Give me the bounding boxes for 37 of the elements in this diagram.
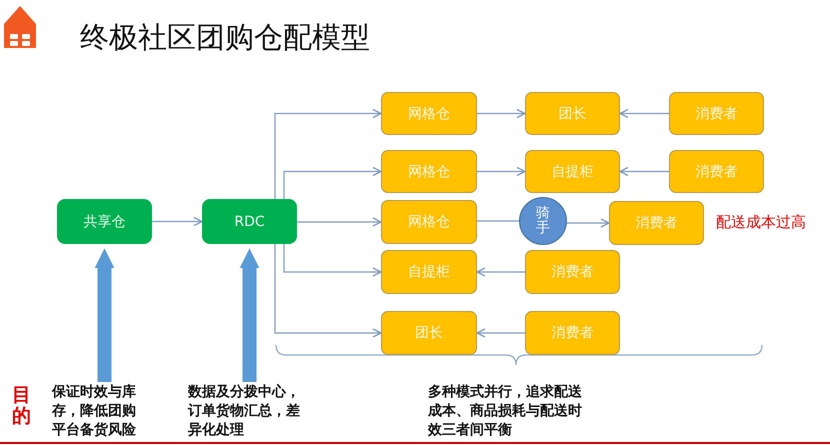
purpose-label: 目的 xyxy=(12,385,31,427)
arrow xyxy=(274,244,382,338)
process-box: 网格仓 xyxy=(381,92,477,135)
purpose-text: 数据及分拨中心，订单货物汇总，差异化处理 xyxy=(188,383,306,441)
arrow xyxy=(619,166,669,176)
arrow xyxy=(152,216,203,226)
connector-line xyxy=(477,220,519,222)
process-box: 团长 xyxy=(381,311,477,355)
arrow xyxy=(477,108,526,118)
arrow xyxy=(283,244,382,277)
arrow xyxy=(619,108,669,118)
process-box: 网格仓 xyxy=(381,200,477,244)
process-box: 团长 xyxy=(525,92,620,135)
process-box: 网格仓 xyxy=(381,150,477,193)
block-arrow xyxy=(240,248,260,382)
warehouse-box: RDC xyxy=(202,199,297,244)
arrow xyxy=(567,218,610,228)
process-box: 自提柜 xyxy=(525,150,620,193)
arrow xyxy=(283,166,382,199)
arrow xyxy=(477,166,526,176)
process-box: 消费者 xyxy=(609,201,704,245)
arrow xyxy=(274,108,382,199)
title: 终极社区团购仓配模型 xyxy=(80,19,370,56)
process-box: 消费者 xyxy=(669,92,764,135)
process-box: 自提柜 xyxy=(381,250,477,294)
purpose-text: 多种模式并行，追求配送成本、商品损耗与配送时效三者间平衡 xyxy=(428,383,583,440)
arrow xyxy=(476,328,525,338)
arrow xyxy=(476,267,525,277)
rider-circle: 骑手 xyxy=(519,197,567,245)
process-box: 消费者 xyxy=(525,311,620,355)
warning-note: 配送成本过高 xyxy=(716,213,806,232)
process-box: 消费者 xyxy=(525,250,620,294)
process-box: 消费者 xyxy=(669,150,764,193)
arrow xyxy=(297,217,382,227)
purpose-text: 保证时效与库存，降低团购平台备货风险 xyxy=(52,383,142,441)
warehouse-box: 共享仓 xyxy=(57,199,152,244)
block-arrow xyxy=(94,248,114,382)
